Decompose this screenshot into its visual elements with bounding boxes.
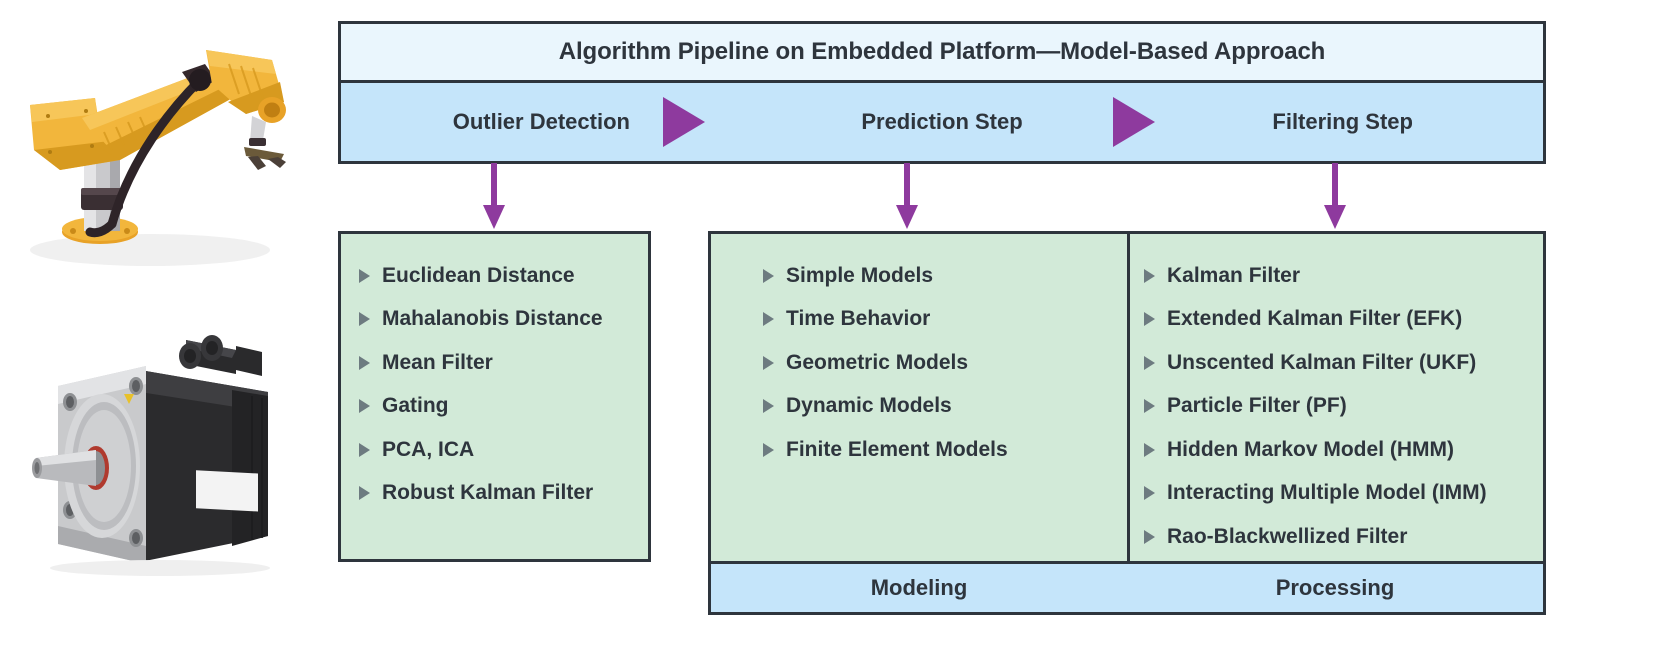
pipeline-step-filtering[interactable]: Filtering Step: [1142, 83, 1543, 161]
right-triangle-bullet-icon: [1144, 486, 1155, 501]
right-triangle-bullet-icon: [763, 312, 774, 327]
servo-motor-illustration: [0, 300, 330, 580]
list-item[interactable]: Geometric Models: [763, 341, 1127, 385]
list-item-label: Mahalanobis Distance: [382, 307, 603, 331]
pipeline-step-label: Prediction Step: [861, 109, 1023, 134]
list-item-label: Robust Kalman Filter: [382, 481, 594, 505]
pipeline-step-outlier-detection[interactable]: Outlier Detection: [341, 83, 742, 161]
list-item-label: Geometric Models: [786, 350, 969, 374]
processing-list-box: Kalman Filter Extended Kalman Filter (EF…: [1130, 234, 1543, 561]
servo-motor-photo: [0, 300, 330, 580]
down-arrow-icon: [1322, 163, 1348, 229]
right-triangle-bullet-icon: [1144, 529, 1155, 544]
list-item[interactable]: Mean Filter: [359, 341, 648, 385]
outlier-detection-list: Euclidean Distance Mahalanobis Distance …: [341, 234, 648, 515]
right-triangle-arrow-icon: [663, 97, 705, 147]
right-triangle-bullet-icon: [763, 399, 774, 414]
down-arrow-icon: [481, 163, 507, 229]
right-triangle-bullet-icon: [1144, 442, 1155, 457]
list-item[interactable]: Hidden Markov Model (HMM): [1144, 428, 1543, 472]
photo-column: [0, 0, 330, 670]
robot-arm-illustration: [0, 10, 330, 290]
modeling-list-box: Simple Models Time Behavior Geometric Mo…: [711, 234, 1130, 561]
list-item[interactable]: PCA, ICA: [359, 428, 648, 472]
modeling-processing-lists: Simple Models Time Behavior Geometric Mo…: [711, 234, 1543, 561]
list-item[interactable]: Finite Element Models: [763, 428, 1127, 472]
list-item-label: Simple Models: [786, 263, 934, 287]
footer-label-processing[interactable]: Processing: [1127, 564, 1543, 612]
list-item[interactable]: Dynamic Models: [763, 385, 1127, 429]
right-triangle-bullet-icon: [359, 268, 370, 283]
list-item-label: Finite Element Models: [786, 437, 1008, 461]
right-triangle-bullet-icon: [1144, 268, 1155, 283]
right-triangle-bullet-icon: [763, 442, 774, 457]
robot-arm-photo: [0, 10, 330, 290]
outlier-detection-list-box: Euclidean Distance Mahalanobis Distance …: [338, 231, 651, 562]
right-triangle-bullet-icon: [1144, 399, 1155, 414]
right-triangle-bullet-icon: [359, 399, 370, 414]
modeling-processing-group: Simple Models Time Behavior Geometric Mo…: [708, 231, 1546, 615]
list-item[interactable]: Robust Kalman Filter: [359, 472, 648, 516]
page-title: Algorithm Pipeline on Embedded Platform—…: [558, 38, 1326, 65]
list-item[interactable]: Rao-Blackwellized Filter: [1144, 515, 1543, 559]
list-item-label: Euclidean Distance: [382, 263, 575, 287]
pipeline-header: Algorithm Pipeline on Embedded Platform—…: [338, 21, 1546, 164]
list-item-label: Unscented Kalman Filter (UKF): [1167, 350, 1477, 374]
list-item[interactable]: Kalman Filter: [1144, 254, 1543, 298]
right-triangle-bullet-icon: [359, 442, 370, 457]
footer-label-modeling[interactable]: Modeling: [711, 564, 1127, 612]
footer-label-text: Modeling: [870, 575, 968, 600]
list-item-label: Time Behavior: [786, 307, 931, 331]
list-item[interactable]: Simple Models: [763, 254, 1127, 298]
list-item[interactable]: Euclidean Distance: [359, 254, 648, 298]
list-item[interactable]: Gating: [359, 385, 648, 429]
pipeline-steps-bar: Outlier Detection Prediction Step Filter…: [341, 83, 1543, 161]
right-triangle-bullet-icon: [359, 486, 370, 501]
pipeline-step-label: Outlier Detection: [452, 109, 630, 134]
right-triangle-bullet-icon: [1144, 355, 1155, 370]
processing-list: Kalman Filter Extended Kalman Filter (EF…: [1130, 234, 1543, 559]
down-arrow-icon: [894, 163, 920, 229]
list-item-label: PCA, ICA: [382, 437, 475, 461]
list-item-label: Extended Kalman Filter (EFK): [1167, 307, 1463, 331]
list-item-label: Rao-Blackwellized Filter: [1167, 524, 1408, 548]
right-triangle-bullet-icon: [763, 268, 774, 283]
right-triangle-bullet-icon: [763, 355, 774, 370]
list-item[interactable]: Mahalanobis Distance: [359, 298, 648, 342]
list-item-label: Interacting Multiple Model (IMM): [1167, 481, 1487, 505]
pipeline-title-bar: Algorithm Pipeline on Embedded Platform—…: [341, 24, 1543, 83]
list-item-label: Kalman Filter: [1167, 263, 1301, 287]
list-item[interactable]: Time Behavior: [763, 298, 1127, 342]
right-triangle-bullet-icon: [359, 355, 370, 370]
pipeline-step-label: Filtering Step: [1272, 109, 1413, 134]
right-triangle-bullet-icon: [1144, 312, 1155, 327]
list-item-label: Mean Filter: [382, 350, 493, 374]
list-item[interactable]: Unscented Kalman Filter (UKF): [1144, 341, 1543, 385]
algorithm-pipeline-diagram: Algorithm Pipeline on Embedded Platform—…: [336, 0, 1551, 670]
modeling-processing-footer: Modeling Processing: [711, 561, 1543, 612]
modeling-list: Simple Models Time Behavior Geometric Mo…: [711, 234, 1127, 472]
list-item[interactable]: Extended Kalman Filter (EFK): [1144, 298, 1543, 342]
list-item-label: Particle Filter (PF): [1167, 394, 1347, 418]
list-item-label: Dynamic Models: [786, 394, 952, 418]
right-triangle-bullet-icon: [359, 312, 370, 327]
list-item[interactable]: Particle Filter (PF): [1144, 385, 1543, 429]
right-triangle-arrow-icon: [1113, 97, 1155, 147]
list-item[interactable]: Interacting Multiple Model (IMM): [1144, 472, 1543, 516]
list-item-label: Hidden Markov Model (HMM): [1167, 437, 1454, 461]
list-item-label: Gating: [382, 394, 449, 418]
pipeline-step-prediction[interactable]: Prediction Step: [742, 83, 1143, 161]
footer-label-text: Processing: [1275, 575, 1395, 600]
